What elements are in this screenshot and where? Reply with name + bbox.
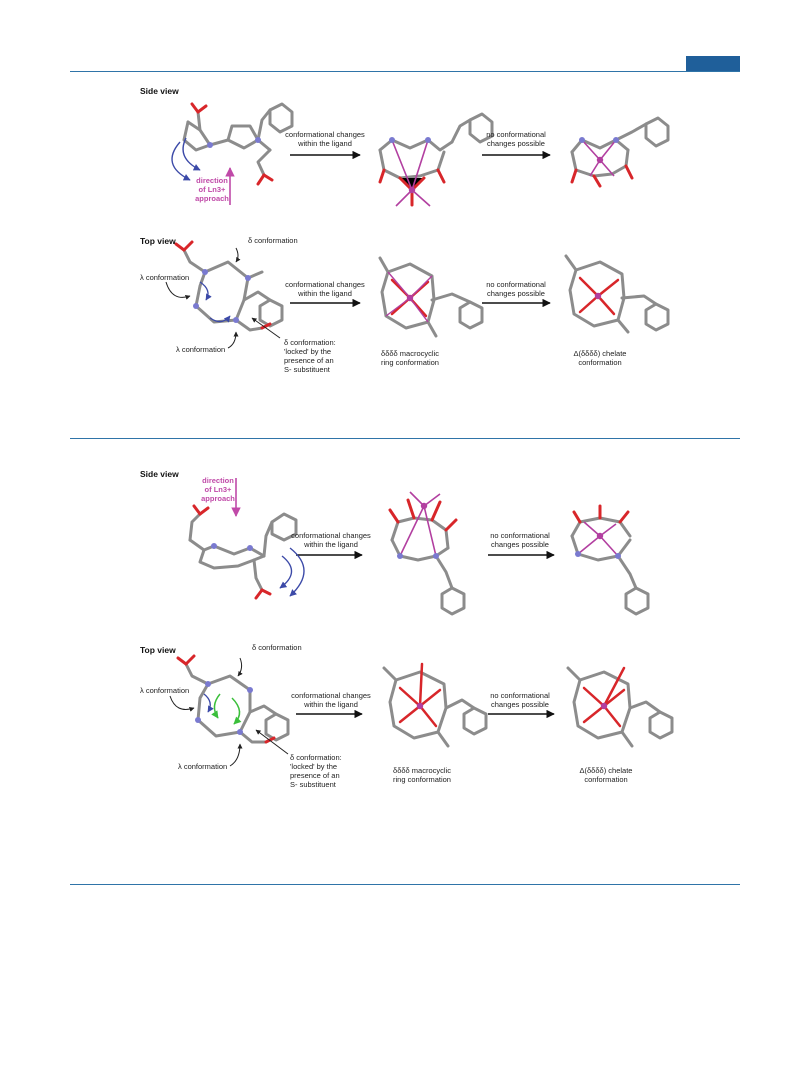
- delta-conf-label-2: δ conformation: [252, 643, 302, 652]
- molecule-chelate-top-2: [566, 666, 674, 748]
- top-view-label-1: Top view: [140, 236, 176, 246]
- bottom-rule: [70, 884, 740, 885]
- lambda-conf-label-1a: λ conformation: [140, 273, 190, 282]
- molecule-complex-top-1: [378, 256, 484, 338]
- molecule-chelate-top-1: [564, 254, 670, 334]
- lambda-conf-label-2b: λ conformation: [178, 762, 228, 771]
- lambda-conf-label-1b: λ conformation: [176, 345, 226, 354]
- molecule-chelate-side-1: [570, 116, 670, 178]
- header-tab: [686, 56, 740, 71]
- molecule-ligand-side-1: [182, 102, 294, 177]
- molecule-ligand-side-2: [188, 512, 298, 592]
- delta-conf-label-1: δ conformation: [248, 236, 298, 245]
- molecule-chelate-side-2: [570, 516, 650, 616]
- top-view-label-2: Top view: [140, 645, 176, 655]
- side-view-label-1: Side view: [140, 86, 179, 96]
- molecule-ligand-top-1: [182, 248, 284, 332]
- molecule-complex-top-2: [382, 666, 488, 748]
- molecule-complex-side-2: [390, 516, 466, 616]
- top-rule: [70, 71, 740, 72]
- lambda-conf-label-2a: λ conformation: [140, 686, 190, 695]
- side-view-label-2: Side view: [140, 469, 179, 479]
- middle-rule: [70, 438, 740, 439]
